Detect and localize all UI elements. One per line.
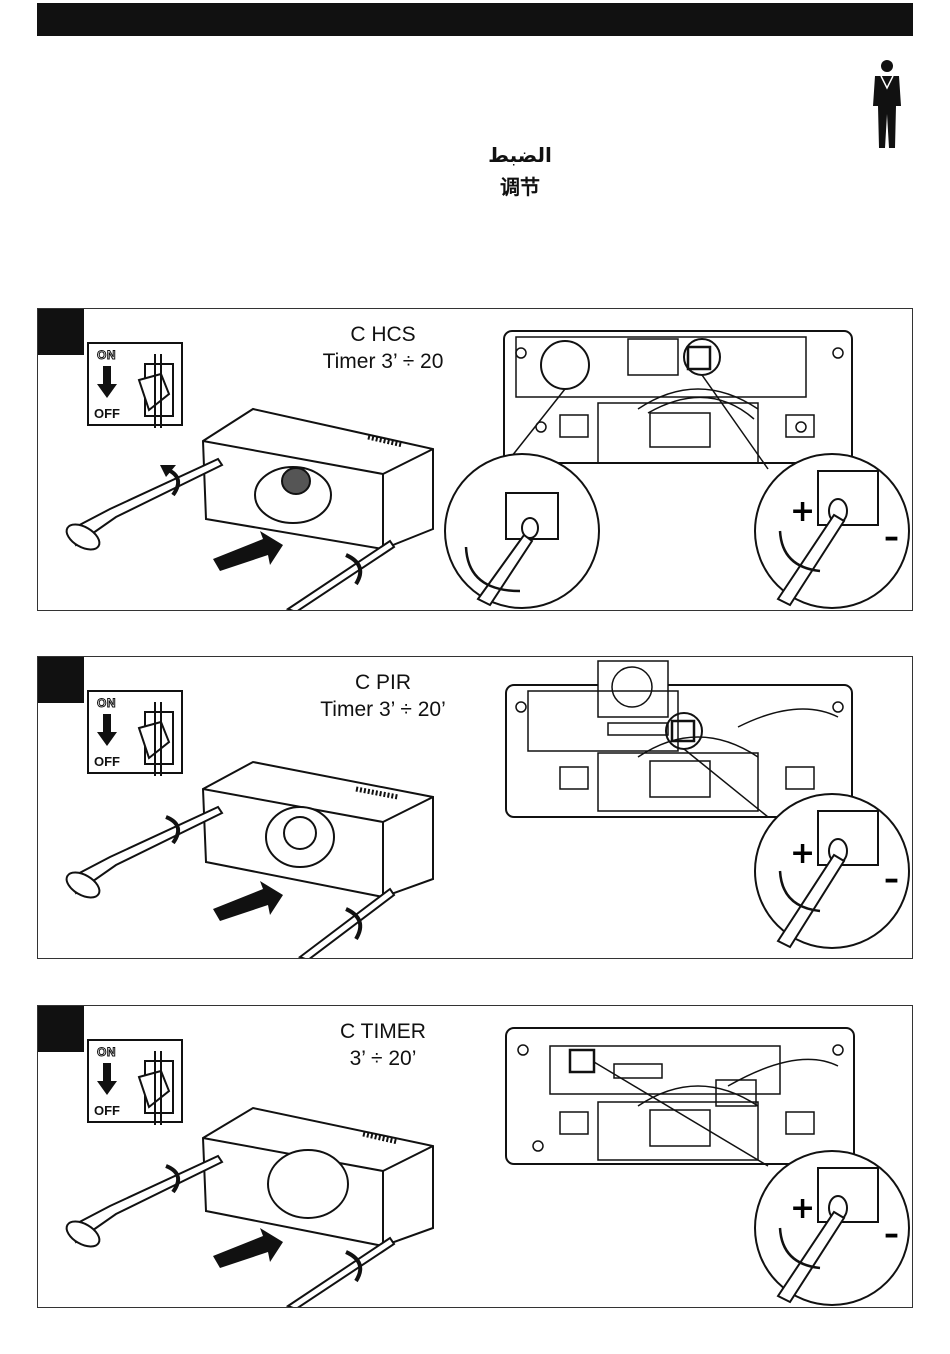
trimmer-zoom-left bbox=[445, 454, 599, 608]
illustration: + – bbox=[38, 309, 913, 611]
sensor-housing bbox=[203, 1108, 433, 1246]
plus-sign: + bbox=[790, 836, 815, 871]
illustration: + – bbox=[38, 1006, 913, 1308]
panel-pir: ON OFF C PIR Timer 3’ ÷ 20’ bbox=[37, 656, 913, 959]
minus-sign: – bbox=[884, 520, 899, 555]
screwdriver-left bbox=[62, 459, 222, 555]
heading-arabic: الضبط bbox=[420, 140, 620, 172]
panel-timer: ON OFF C TIMER 3’ ÷ 20’ bbox=[37, 1005, 913, 1308]
sensor-housing bbox=[203, 762, 433, 897]
direction-arrow-icon bbox=[213, 881, 283, 921]
circuit-board bbox=[504, 331, 852, 463]
direction-arrow-icon bbox=[213, 531, 283, 571]
screwdriver-left bbox=[62, 807, 222, 903]
direction-arrow-icon bbox=[213, 1228, 283, 1268]
plus-sign: + bbox=[790, 1191, 815, 1226]
panel-hcs: ON OFF C HCS Timer 3’ ÷ 20 bbox=[37, 308, 913, 611]
screwdriver-left bbox=[62, 1156, 222, 1252]
screwdriver-right bbox=[288, 541, 394, 611]
plus-sign: + bbox=[790, 494, 815, 529]
heading-block: الضبط 调节 bbox=[420, 140, 620, 204]
technician-icon bbox=[867, 58, 907, 150]
circuit-board bbox=[506, 1028, 854, 1164]
sensor-housing bbox=[203, 409, 433, 549]
minus-sign: – bbox=[884, 862, 899, 897]
screwdriver-right bbox=[300, 889, 394, 959]
heading-chinese: 调节 bbox=[420, 172, 620, 204]
screwdriver-right bbox=[288, 1238, 394, 1308]
illustration: + – bbox=[38, 657, 913, 959]
minus-sign: – bbox=[884, 1217, 899, 1252]
circuit-board bbox=[506, 661, 852, 817]
header-bar bbox=[37, 3, 913, 36]
